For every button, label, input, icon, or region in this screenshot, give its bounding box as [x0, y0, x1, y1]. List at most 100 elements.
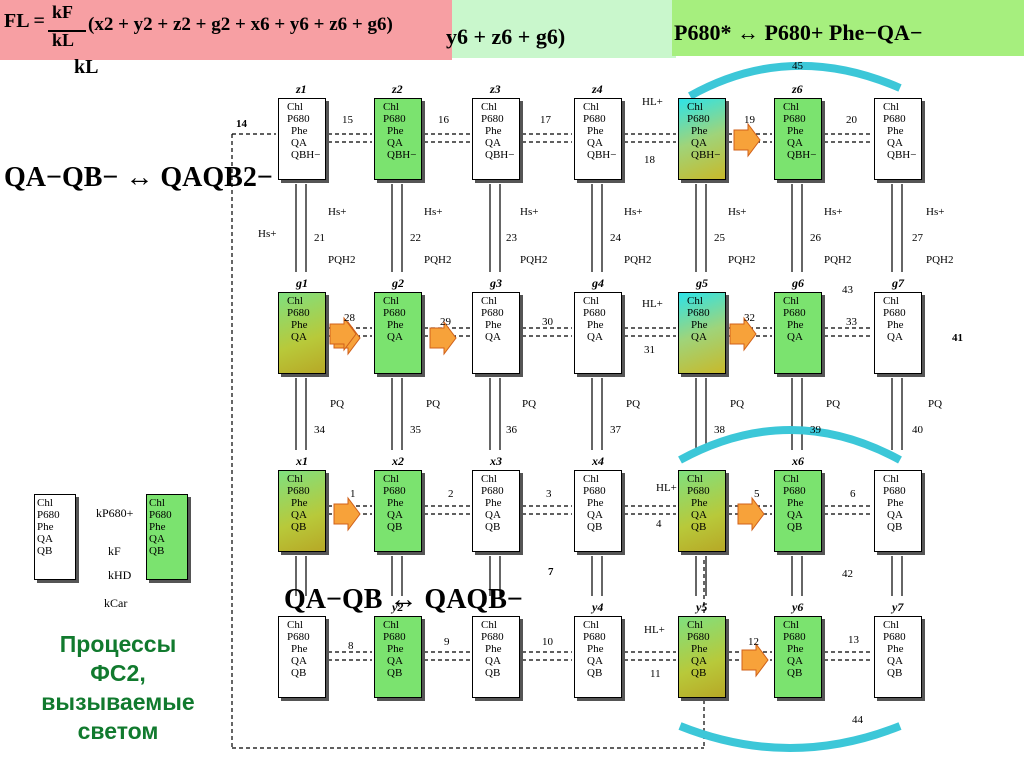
reaction-number: 8: [348, 640, 354, 652]
reaction-number: PQ: [928, 398, 943, 410]
box-text: Chl: [383, 295, 399, 307]
reaction-number: 10: [542, 636, 553, 648]
box-text: Chl: [583, 473, 599, 485]
box-text: Phe: [37, 521, 54, 533]
box-text: P680: [149, 509, 172, 521]
box-text: P680: [481, 485, 504, 497]
box-text: QBH−: [887, 149, 917, 161]
fraction-line: [48, 30, 86, 32]
box-text: Phe: [387, 125, 404, 137]
state-label: y7: [892, 600, 904, 614]
reaction-number: Hs+: [520, 206, 539, 218]
box-text: QBH−: [691, 149, 721, 161]
reaction-number: 31: [644, 344, 655, 356]
box-text: Chl: [481, 101, 497, 113]
box-text: QB: [587, 521, 603, 533]
reaction-number: Hs+: [328, 206, 347, 218]
reaction-number: PQ: [626, 398, 641, 410]
reaction-number: 35: [410, 424, 421, 436]
transition-curve: [678, 722, 902, 752]
box-text: Chl: [287, 473, 303, 485]
box-text: Chl: [687, 473, 703, 485]
overlap-text: y6 + z6 + g6): [446, 24, 566, 49]
reaction-number: 13: [848, 634, 859, 646]
box-text: Chl: [687, 295, 703, 307]
reaction-number: 30: [542, 316, 553, 328]
reaction-number: PQ: [522, 398, 537, 410]
reaction-number: HL+: [642, 96, 663, 108]
state-label: x6: [792, 454, 804, 468]
box-text: Phe: [587, 643, 604, 655]
box-text: QA: [887, 137, 903, 149]
box-text: P680: [383, 113, 406, 125]
box-text: Phe: [887, 125, 904, 137]
box-text: Phe: [485, 319, 502, 331]
box-text: Phe: [485, 497, 502, 509]
reaction-number: PQ: [426, 398, 441, 410]
box-text: P680: [783, 485, 806, 497]
box-text: QA: [485, 137, 501, 149]
box-text: P680: [687, 485, 710, 497]
reaction-number: 45: [792, 60, 803, 72]
reaction-number: Hs+: [624, 206, 643, 218]
box-text: P680: [583, 631, 606, 643]
box-text: Chl: [287, 101, 303, 113]
box-text: P680: [383, 631, 406, 643]
box-text: P680: [583, 307, 606, 319]
box-text: P680: [383, 307, 406, 319]
box-text: QA: [291, 509, 307, 521]
box-text: Phe: [485, 125, 502, 137]
box-text: Chl: [583, 295, 599, 307]
box-text: Chl: [883, 101, 899, 113]
reaction-number: 12: [748, 636, 759, 648]
reaction-number: 16: [438, 114, 449, 126]
box-text: P680: [687, 631, 710, 643]
box-text: Chl: [481, 473, 497, 485]
box-text: Chl: [583, 619, 599, 631]
box-text: Chl: [783, 473, 799, 485]
box-text: QA: [587, 331, 603, 343]
box-text: QA: [587, 655, 603, 667]
box-text: QB: [37, 545, 53, 557]
box-text: Chl: [383, 619, 399, 631]
reaction-number: 44: [852, 714, 863, 726]
reaction-number: PQH2: [624, 254, 652, 266]
reaction-number: 1: [350, 488, 356, 500]
box-text: QA: [387, 331, 403, 343]
state-label: x2: [392, 454, 404, 468]
box-text: Phe: [291, 497, 308, 509]
state-label: g4: [592, 276, 604, 290]
fl-sum: (x2 + y2 + z2 + g2 + x6 + y6 + z6 + g6): [88, 14, 393, 35]
caption-line-1: Процессы: [59, 631, 177, 657]
kl-label: kL: [52, 30, 75, 50]
excitation-arrow-icon: [333, 496, 361, 532]
box-text: Chl: [37, 497, 53, 509]
reaction-number: 4: [656, 518, 662, 530]
box-text: QB: [887, 667, 903, 679]
reaction-number: HL+: [644, 624, 665, 636]
legend-rate-kp680: kP680+: [96, 506, 134, 520]
box-text: QA: [787, 137, 803, 149]
excitation-arrow-icon: [429, 320, 457, 356]
reaction-number: 2: [448, 488, 454, 500]
box-text: P680: [481, 113, 504, 125]
excitation-arrow-icon: [329, 316, 357, 352]
reaction-number: 27: [912, 232, 923, 244]
box-text: QA: [291, 137, 307, 149]
reaction-number: 19: [744, 114, 755, 126]
box-text: P680: [783, 631, 806, 643]
reaction-number: 18: [644, 154, 655, 166]
reaction-number: Hs+: [728, 206, 747, 218]
box-text: P680: [687, 307, 710, 319]
box-text: Chl: [383, 101, 399, 113]
box-text: P680: [481, 631, 504, 643]
left-equation-top: QA−QB− ↔ QAQB2−: [4, 162, 273, 193]
box-text: Chl: [481, 295, 497, 307]
